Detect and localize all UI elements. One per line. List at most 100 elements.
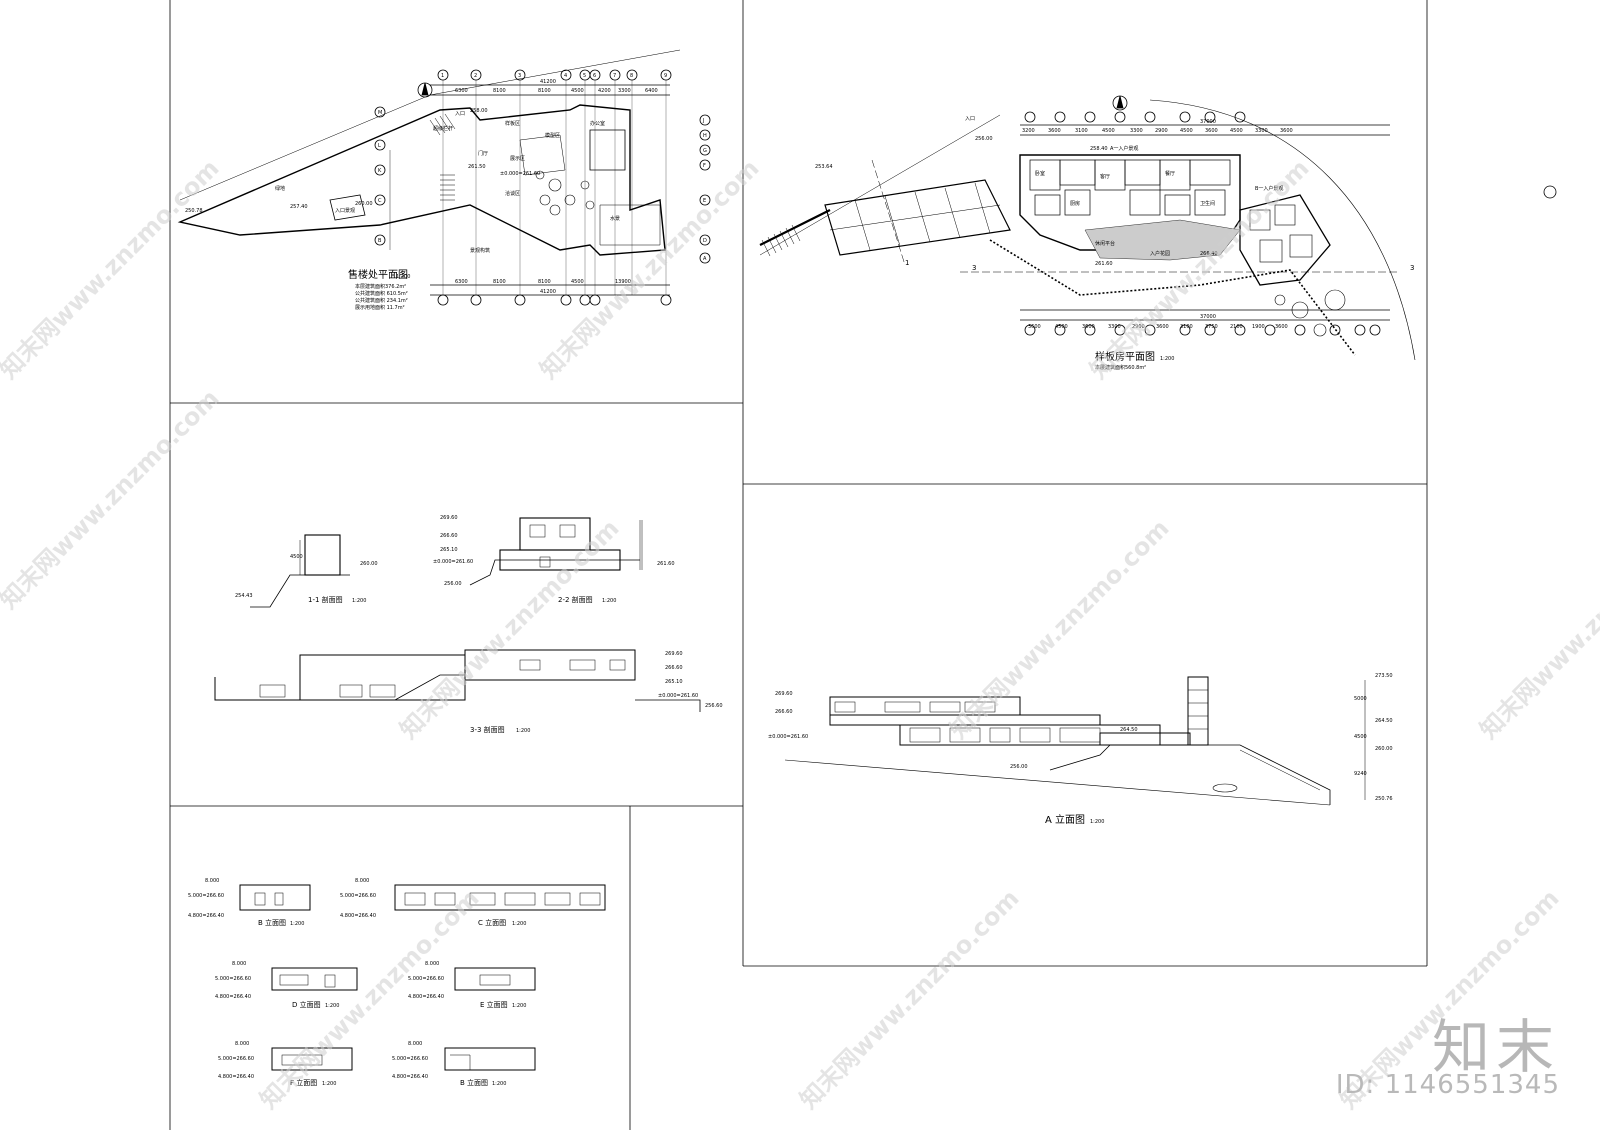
dim: 4500 — [1102, 128, 1115, 134]
stairs — [429, 113, 456, 201]
section-mark: 3 — [1410, 264, 1414, 272]
elevation-title: C 立面图 — [478, 918, 506, 927]
level-label: 260.00 — [355, 201, 373, 207]
section-scale: 1:200 — [602, 598, 616, 604]
level: 266.60 — [440, 533, 458, 539]
level: 4.800=266.40 — [392, 1074, 428, 1080]
elevation-scale: 1:200 — [325, 1003, 339, 1009]
elevation-scale: 1:200 — [492, 1081, 506, 1087]
dim: 3100 — [1075, 128, 1088, 134]
dim: 3300 — [1255, 128, 1268, 134]
model-plan-note: 本层建筑面积560.8m² — [1095, 364, 1146, 371]
level: 4.800=266.40 — [188, 913, 224, 919]
model-plan-title: 样板房平面图 — [1095, 350, 1155, 363]
axis-label: B — [378, 238, 382, 244]
elevation-title: F 立面图 — [290, 1078, 317, 1087]
elevation-scale: 1:200 — [512, 1003, 526, 1009]
level: 5.000=266.60 — [408, 976, 444, 982]
axis-label: 2 — [474, 73, 477, 79]
axis-label: H — [703, 133, 707, 139]
level: 5.000=266.60 — [218, 1056, 254, 1062]
model-plan-labels: 样板房平面图 1:200 本层建筑面积560.8m² 37000 37000 3… — [815, 116, 1414, 371]
level-label: 266.40 — [1200, 251, 1218, 257]
room-label: 入户花园 — [1150, 250, 1170, 257]
level-label: 257.40 — [290, 204, 308, 210]
level: 5.000=266.60 — [340, 893, 376, 899]
level: 256.60 — [705, 703, 723, 709]
elevation-a — [784, 676, 1366, 806]
level-label: 261.60 — [1095, 261, 1113, 267]
small-elevations — [239, 884, 606, 1071]
room-label: 入口 — [455, 111, 465, 117]
level: 266.60 — [665, 665, 683, 671]
elevation-scale: 1:200 — [512, 921, 526, 927]
dim: 4500 — [1055, 324, 1068, 330]
room-label: 入口景观 — [335, 207, 355, 214]
dim-total-bottom: 37000 — [1200, 314, 1216, 320]
dim: 5000 — [1354, 696, 1367, 702]
elevation-title: D 立面图 — [292, 1000, 321, 1009]
dim: 4200 — [598, 88, 611, 94]
axis-label: C — [378, 198, 382, 204]
room-label: 样板区 — [505, 120, 520, 127]
level-label: 253.64 — [815, 164, 833, 170]
dim: 3600 — [1280, 128, 1293, 134]
level-label: 261.50 — [468, 164, 486, 170]
dim: 6300 — [455, 88, 468, 94]
wing-rooms — [1249, 204, 1313, 263]
room-label: 模型区 — [545, 132, 560, 139]
level-label: 250.78 — [185, 208, 203, 214]
level: 261.60 — [657, 561, 675, 567]
axis-label: 3 — [518, 73, 521, 79]
dim: 2900 — [1132, 324, 1145, 330]
elevation-marker-icon — [1543, 185, 1557, 199]
dim: 8100 — [538, 279, 551, 285]
room-label: 休闲平台 — [1095, 240, 1115, 247]
axis-label: 5 — [583, 73, 586, 79]
watermark: 知末网www.znzmo.com — [0, 154, 225, 384]
axis-label: 8 — [630, 73, 633, 79]
level: 8.000 — [408, 1041, 422, 1047]
dim: 3100 — [1180, 324, 1193, 330]
level: 4.800=266.40 — [408, 994, 444, 1000]
axis-label: L — [378, 143, 381, 149]
level: 256.00 — [444, 581, 462, 587]
room-label: 入口 — [965, 116, 975, 122]
axis-label: 1 — [441, 73, 444, 79]
level: 8.000 — [235, 1041, 249, 1047]
dim: 3300 — [618, 88, 631, 94]
section-scale: 1:200 — [516, 728, 530, 734]
room-label: 厨房 — [1070, 200, 1080, 207]
axis-label: A — [703, 256, 707, 262]
level: 5.000=266.60 — [215, 976, 251, 982]
watermark: 知末网www.znzmo.com — [794, 884, 1024, 1114]
dim: 4500 — [1354, 734, 1367, 740]
watermark: 知末网www.znzmo.com — [534, 154, 764, 384]
level: 4.800=266.40 — [340, 913, 376, 919]
elevation-title: E 立面图 — [480, 1000, 508, 1009]
axis-label: F — [703, 163, 706, 169]
level: 8.000 — [232, 961, 246, 967]
model-plan-scale: 1:200 — [1160, 356, 1174, 362]
axis-label: J — [702, 118, 704, 124]
axis-grid — [442, 80, 667, 295]
dim: 3300 — [1130, 128, 1143, 134]
section-title: 1-1 剖面图 — [308, 595, 343, 604]
brand-logo: 知末 — [1431, 1013, 1560, 1081]
level: 269.60 — [775, 691, 793, 697]
level: 269.60 — [440, 515, 458, 521]
dim: 3750 — [1205, 324, 1218, 330]
room-label: 水景 — [610, 215, 620, 222]
level: 4.800=266.40 — [218, 1074, 254, 1080]
sales-plan-note: 本层建筑面积376.2m² — [355, 283, 406, 290]
dim: 8100 — [493, 279, 506, 285]
level: 5.000=266.60 — [392, 1056, 428, 1062]
sheet-frames — [169, 0, 1428, 1130]
furniture — [535, 170, 595, 216]
level: 250.76 — [1375, 796, 1393, 802]
dim: 1900 — [1252, 324, 1265, 330]
sales-plan-labels: 售楼处平面图 1:200 本层建筑面积376.2m² 公共建筑面积 610.5m… — [185, 73, 707, 311]
elevation-scale: 1:200 — [1090, 819, 1104, 825]
axis-label: M — [378, 110, 382, 116]
